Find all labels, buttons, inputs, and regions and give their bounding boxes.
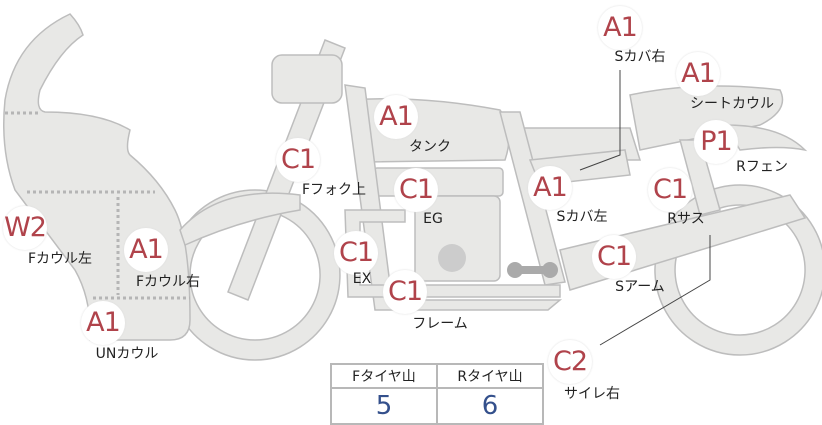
part-label-r-suspension: Rサス bbox=[667, 211, 705, 227]
part-label-tank: タンク bbox=[409, 139, 451, 155]
part-label-f-cowl-left: Fカウル左 bbox=[27, 251, 93, 267]
front-tire-header: Fタイヤ山 bbox=[330, 363, 438, 389]
tire-tread-table: Fタイヤ山 Rタイヤ山 5 6 bbox=[330, 363, 544, 425]
grade-badge-frame[interactable]: C1 bbox=[383, 270, 427, 314]
rear-tire-header: Rタイヤ山 bbox=[436, 363, 544, 389]
grade-badge-silencer-right[interactable]: C2 bbox=[548, 340, 592, 384]
front-cowl-shape bbox=[3, 13, 191, 341]
grade-badge-under-cowl[interactable]: A1 bbox=[81, 301, 125, 345]
part-label-engine: EG bbox=[423, 211, 443, 227]
grade-badge-tank[interactable]: A1 bbox=[374, 95, 418, 139]
part-label-silencer-right: サイレ右 bbox=[564, 386, 620, 402]
grade-badge-seat-cowl[interactable]: A1 bbox=[676, 52, 720, 96]
grade-badge-r-fender[interactable]: P1 bbox=[694, 120, 738, 164]
grade-badge-f-cowl-right[interactable]: A1 bbox=[124, 228, 168, 272]
part-label-f-cowl-right: Fカウル右 bbox=[135, 274, 201, 290]
part-label-frame: フレーム bbox=[412, 316, 468, 332]
part-label-s-cover-left: Sカバ左 bbox=[556, 209, 608, 225]
rear-tire-value: 6 bbox=[436, 387, 544, 425]
grade-badge-f-fork-upper[interactable]: C1 bbox=[276, 138, 320, 182]
part-label-r-fender: Rフェン bbox=[736, 159, 788, 175]
part-label-exhaust: EX bbox=[352, 271, 372, 287]
part-label-s-cover-right: Sカバ右 bbox=[614, 49, 666, 65]
front-tire-value: 5 bbox=[330, 387, 438, 425]
grade-badge-exhaust[interactable]: C1 bbox=[334, 231, 378, 275]
part-label-f-fork-upper: Fフォク上 bbox=[301, 182, 367, 198]
grade-badge-f-cowl-left[interactable]: W2 bbox=[3, 206, 47, 250]
grade-badge-s-cover-right[interactable]: A1 bbox=[598, 6, 642, 50]
grade-badge-engine[interactable]: C1 bbox=[394, 168, 438, 212]
grade-badge-swing-arm[interactable]: C1 bbox=[592, 235, 636, 279]
part-label-seat-cowl: シートカウル bbox=[690, 96, 774, 112]
grade-badge-s-cover-left[interactable]: A1 bbox=[528, 166, 572, 210]
part-label-swing-arm: Sアーム bbox=[615, 279, 665, 295]
part-label-under-cowl: UNカウル bbox=[95, 346, 159, 362]
grade-badge-r-suspension[interactable]: C1 bbox=[648, 168, 692, 212]
